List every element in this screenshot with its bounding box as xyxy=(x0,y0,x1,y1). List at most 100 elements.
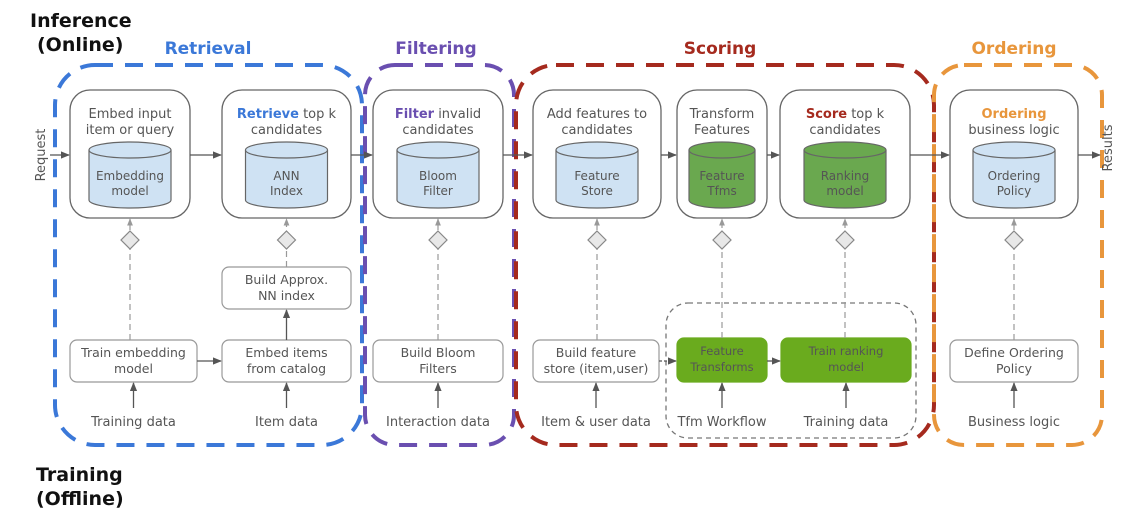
blue-store-cylinder-icon xyxy=(396,141,480,209)
data-source-label: Item data xyxy=(255,415,318,430)
data-source-label: Tfm Workflow xyxy=(676,415,766,430)
store-label-line1: Embedding xyxy=(96,169,164,183)
data-source-label: Item & user data xyxy=(541,415,651,430)
green-store-cylinder-icon xyxy=(803,141,887,209)
step-title-keyword: Retrieve xyxy=(237,107,299,122)
stage-title-scoring: Scoring xyxy=(684,39,756,59)
offline-step-line1: Embed items xyxy=(245,345,327,360)
stage-boundary-retrieval xyxy=(53,63,364,447)
step-title-rest: invalid xyxy=(434,107,481,122)
step-title-line1: Transform xyxy=(689,107,755,122)
cylinder-top xyxy=(88,141,172,159)
step-title-line2: candidates xyxy=(809,123,881,138)
offline-step-line2: from catalog xyxy=(247,361,326,376)
offline-step-line1: Train embedding xyxy=(80,345,186,360)
green-store-cylinder-icon xyxy=(688,141,756,209)
store-label-line2: Tfms xyxy=(706,184,737,198)
junction-diamond-icon xyxy=(428,230,448,250)
stage-boundary-scoring xyxy=(514,63,936,447)
blue-store-cylinder-icon xyxy=(244,141,329,209)
junction-diamond-icon xyxy=(1004,230,1024,250)
stage-title-ordering: Ordering xyxy=(971,39,1056,59)
step-title-line2: candidates xyxy=(402,123,474,138)
store-label-line1: Ranking xyxy=(821,169,870,183)
cylinder-top xyxy=(396,141,480,159)
cylinder-top xyxy=(244,141,329,159)
step-title-line2: item or query xyxy=(86,123,175,138)
blue-store-cylinder-icon xyxy=(972,141,1056,209)
store-label-line1: Feature xyxy=(574,169,619,183)
cylinder-body xyxy=(88,150,172,209)
cylinder-top xyxy=(688,141,756,159)
inference-label: Inference xyxy=(30,10,132,32)
offline-step-line2: model xyxy=(114,361,153,376)
offline-step-line1: Build feature xyxy=(556,345,637,360)
offline-step-line1: Build Bloom xyxy=(401,345,476,360)
cylinder-top xyxy=(803,141,887,159)
junction-diamond-icon xyxy=(276,230,297,250)
cylinder-body xyxy=(803,150,887,209)
step-title-keyword: Ordering xyxy=(981,107,1046,122)
offline-step-line1: Feature xyxy=(700,344,743,358)
offline-step-line2: Policy xyxy=(996,361,1033,376)
cylinder-body xyxy=(396,150,480,209)
stage-boundary-ordering xyxy=(932,63,1104,447)
offline-step-line2: Filters xyxy=(419,361,456,376)
inference-sub-label: (Online) xyxy=(37,34,123,56)
store-label-line2: Policy xyxy=(997,184,1032,198)
data-source-label: Business logic xyxy=(968,415,1060,430)
cylinder-body xyxy=(688,150,756,209)
offline-step-line1: Build Approx. xyxy=(245,272,328,287)
step-title-line2: candidates xyxy=(561,123,633,138)
junction-diamond-icon xyxy=(587,230,607,250)
step-title-line1: Add features to xyxy=(547,107,647,122)
step-title-line2: business logic xyxy=(968,123,1059,138)
offline-step-2: Build Approx.NN index xyxy=(221,266,352,310)
offline-step-line1: Define Ordering xyxy=(964,345,1064,360)
cylinder-body xyxy=(555,150,639,209)
offline-step-line2: Transforms xyxy=(689,360,753,374)
offline-step-6: Train ranking model xyxy=(780,337,912,383)
data-source-label: Training data xyxy=(90,415,176,430)
store-label-line1: Bloom xyxy=(419,169,457,183)
step-title-line1: Embed input xyxy=(89,107,172,122)
offline-step-line2: model xyxy=(828,360,864,374)
step-title-line1: Score top k xyxy=(806,107,885,122)
step-title-line1: Ordering xyxy=(981,107,1046,122)
step-title-line2: candidates xyxy=(251,123,323,138)
stage-boundary-filtering xyxy=(363,63,516,447)
training-label: Training xyxy=(36,464,123,486)
cylinder-body xyxy=(972,150,1056,209)
offline-step-line2: NN index xyxy=(258,288,315,303)
junction-diamond-icon xyxy=(712,230,732,250)
step-title-keyword: Filter xyxy=(395,107,435,122)
step-title-keyword: Score xyxy=(806,107,847,122)
training-sub-label: (Offline) xyxy=(36,488,124,510)
data-source-label: Training data xyxy=(803,415,889,430)
stage-title-filtering: Filtering xyxy=(395,39,476,59)
offline-step-box xyxy=(780,337,912,383)
store-label-line1: Feature xyxy=(699,169,744,183)
junction-diamond-icon xyxy=(835,230,855,250)
offline-step-line2: store (item,user) xyxy=(544,361,649,376)
step-title-line2: Features xyxy=(694,123,750,138)
store-label-line2: Filter xyxy=(423,184,453,198)
store-label-line2: Index xyxy=(270,184,303,198)
blue-store-cylinder-icon xyxy=(555,141,639,209)
data-source-label: Interaction data xyxy=(386,415,490,430)
offline-step-line1: Train ranking xyxy=(808,344,884,358)
store-label-line2: model xyxy=(111,184,148,198)
